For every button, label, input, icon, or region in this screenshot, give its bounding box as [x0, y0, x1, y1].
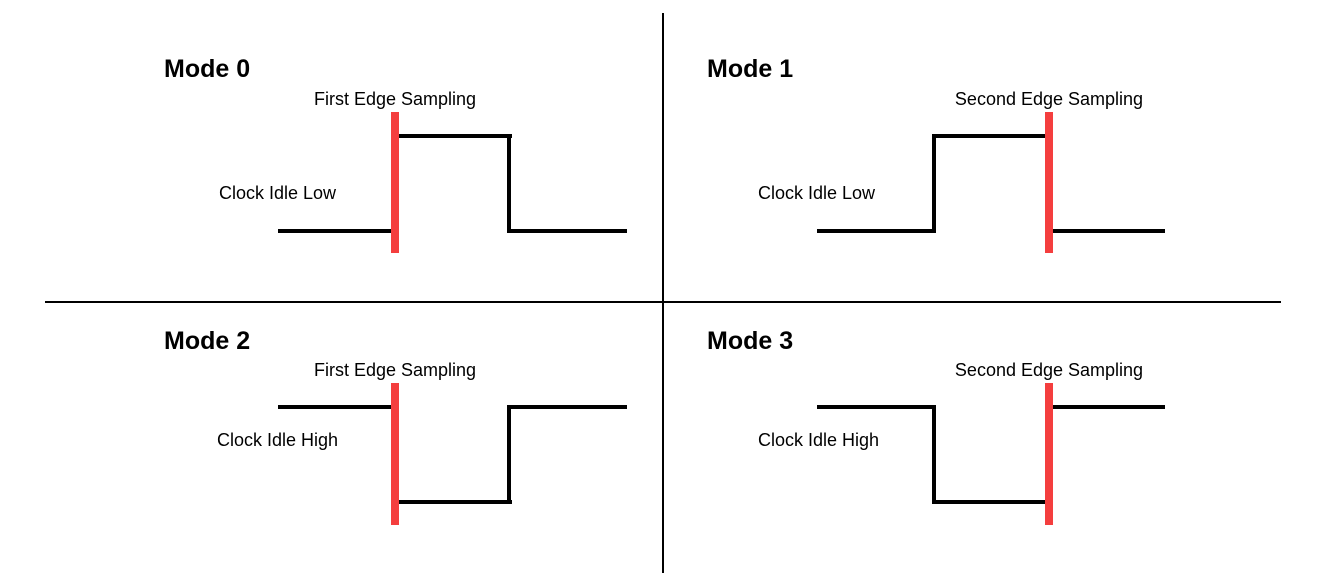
mode1-idle-label: Clock Idle Low	[758, 183, 876, 203]
mode2-title: Mode 2	[164, 327, 251, 355]
mode3-idle-label: Clock Idle High	[758, 430, 880, 450]
mode3-waveform-high-left-segment	[817, 405, 936, 409]
mode0-sample-edge-marker	[391, 112, 399, 253]
mode3-title: Mode 3	[707, 327, 794, 355]
mode0-sampling-label: First Edge Sampling	[313, 89, 477, 109]
mode2-waveform-high-right-segment	[507, 405, 627, 409]
mode2-waveform-high-left-segment	[278, 405, 397, 409]
mode0-waveform-low-right-segment	[507, 229, 627, 233]
mode1-waveform-low-right-segment	[1046, 229, 1165, 233]
mode3-sample-edge-marker	[1045, 383, 1053, 525]
mode1-waveform-rising-edge	[932, 134, 936, 233]
mode3-sampling-label: Second Edge Sampling	[954, 360, 1144, 380]
mode0-waveform-low-left-segment	[278, 229, 397, 233]
mode3-waveform-high-right-segment	[1046, 405, 1165, 409]
mode0-title: Mode 0	[164, 55, 251, 83]
mode1-title: Mode 1	[707, 55, 794, 83]
mode3-waveform-falling-edge	[932, 405, 936, 504]
mode2-idle-label: Clock Idle High	[217, 430, 339, 450]
mode1-waveform-high-segment	[932, 134, 1049, 138]
mode1-sample-edge-marker	[1045, 112, 1053, 253]
mode2-sample-edge-marker	[391, 383, 399, 525]
mode0-idle-label: Clock Idle Low	[219, 183, 337, 203]
mode1-waveform-low-left-segment	[817, 229, 936, 233]
mode3-waveform-low-segment	[932, 500, 1049, 504]
vertical-divider-line	[662, 13, 664, 573]
mode2-waveform-rising-edge	[507, 405, 511, 504]
horizontal-divider-line	[45, 301, 1281, 303]
mode1-sampling-label: Second Edge Sampling	[954, 89, 1144, 109]
mode0-waveform-falling-edge	[507, 134, 511, 233]
mode2-sampling-label: First Edge Sampling	[313, 360, 477, 380]
mode0-waveform-high-segment	[395, 134, 512, 138]
mode2-waveform-low-segment	[395, 500, 512, 504]
